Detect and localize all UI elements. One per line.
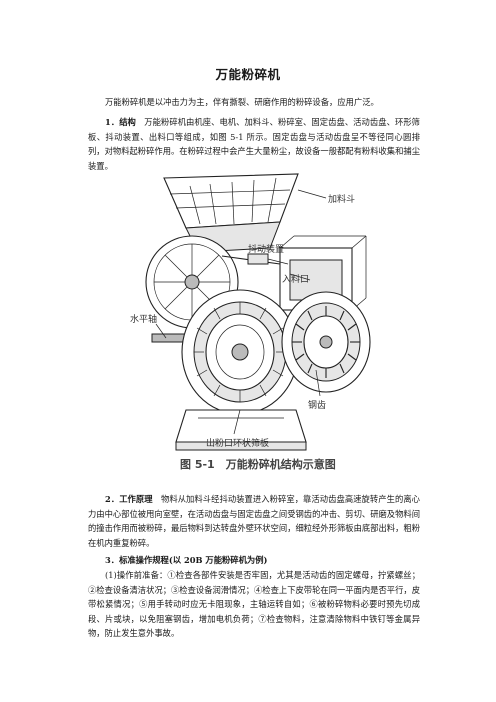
- label-outlet: 出粉口环状筛板: [206, 437, 269, 449]
- label-hopper: 加料斗: [328, 193, 355, 205]
- principle-heading: 2．工作原理: [105, 494, 153, 504]
- structure-heading: 1．结构: [105, 117, 136, 127]
- page-title: 万能粉碎机: [215, 67, 281, 82]
- operation-paragraph: (1)操作前准备：①检查各部件安装是否牢固，尤其是活动齿的固定螺母，拧紧螺丝；②…: [88, 570, 420, 638]
- crusher-figure: 加料斗 抖动装置 入料口 水平轴 钢齿 出粉口环状筛板 图 5-1 万能粉碎机结…: [130, 164, 386, 476]
- principle-text: 物料从加料斗经抖动装置进入粉碎室，靠活动齿盘高速旋转产生的离心力由中心部位被甩向…: [88, 494, 420, 548]
- structure-text: 万能粉碎机由机座、电机、加料斗、粉碎室、固定齿盘、活动齿盘、环形筛板、抖动装置、…: [88, 117, 420, 171]
- figure-caption: 图 5-1 万能粉碎机结构示意图: [180, 457, 336, 471]
- label-shaft: 水平轴: [130, 313, 157, 325]
- hopper-shape: [163, 173, 299, 229]
- fixed-teeth-ring: [194, 302, 286, 402]
- operation-heading-line: 3．标准操作规程(以 20B 万能粉碎机为例): [88, 553, 420, 568]
- steel-teeth: [292, 306, 360, 378]
- label-inlet: 入料口: [282, 273, 309, 285]
- crusher-diagram: 加料斗 抖动装置 入料口 水平轴 钢齿 出粉口环状筛板 图 5-1 万能粉碎机结…: [130, 173, 371, 471]
- intro-paragraph: 万能粉碎机是以冲击力为主，伴有撕裂、研磨作用的粉碎设备，应用广泛。: [105, 97, 379, 107]
- machine-base: [175, 409, 307, 443]
- principle-paragraph: 2．工作原理 物料从加料斗经抖动装置进入粉碎室，靠活动齿盘高速旋转产生的离心力由…: [88, 492, 420, 550]
- operation-heading: 3．标准操作规程(以 20B 万能粉碎机为例): [105, 555, 268, 565]
- structure-paragraph: 1．结构 万能粉碎机由机座、电机、加料斗、粉碎室、固定齿盘、活动齿盘、环形筛板、…: [88, 115, 420, 173]
- label-shaker: 抖动装置: [248, 243, 284, 255]
- label-teeth: 钢齿: [308, 399, 326, 411]
